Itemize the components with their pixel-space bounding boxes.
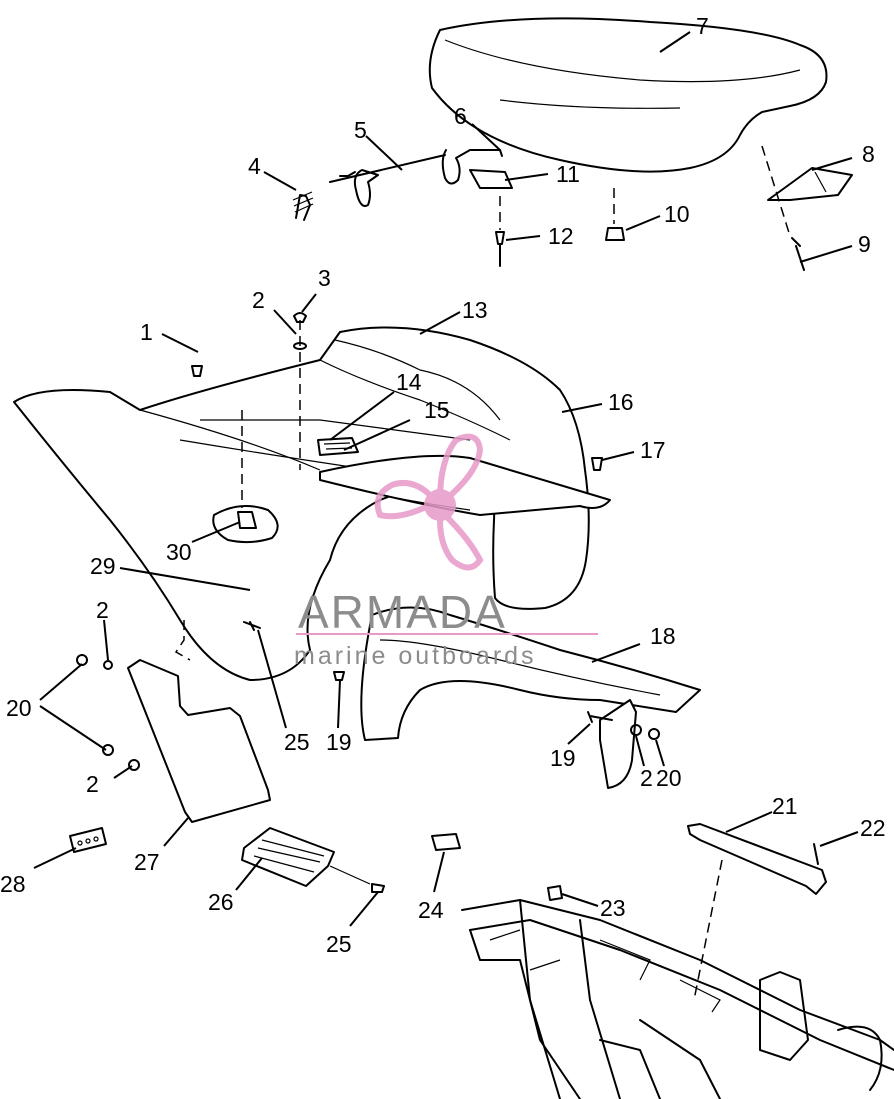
callout-10: 10	[664, 201, 690, 227]
seat-bumper	[605, 188, 625, 241]
callout-18: 18	[650, 623, 676, 649]
frame	[461, 899, 894, 1099]
callout-5: 5	[354, 117, 367, 143]
fastener-3	[293, 312, 307, 350]
seat	[428, 17, 828, 173]
screw	[495, 196, 505, 267]
callout-14: 14	[396, 369, 422, 395]
callout-21: 21	[772, 793, 798, 819]
callout-1: 1	[140, 319, 153, 345]
fender-decal-plate	[317, 437, 359, 456]
grommet	[547, 885, 563, 901]
watermark-brand: ARMADA	[298, 586, 507, 638]
rubber-pad	[431, 833, 461, 851]
mount-pad	[212, 505, 279, 544]
callout-15: 15	[424, 397, 450, 423]
callout-20-right: 20	[656, 765, 682, 791]
callout-17: 17	[640, 437, 666, 463]
callout-28: 28	[0, 871, 26, 897]
callout-6: 6	[454, 103, 467, 129]
callout-16: 16	[608, 389, 634, 415]
callout-27: 27	[134, 849, 160, 875]
callout-25-lower: 25	[326, 931, 352, 957]
callout-2-upper-left: 2	[96, 597, 109, 623]
screw-upper	[243, 621, 261, 631]
side-panel	[360, 606, 701, 741]
callout-labels: 7 5 6 4 11 8 12 10 9 3 2 13 1 14 15 16 1…	[0, 13, 886, 957]
watermark: ARMADA marine outboards	[294, 433, 598, 670]
flap-bracket-right	[599, 699, 637, 789]
footrest	[241, 827, 335, 887]
callout-2-right: 2	[640, 765, 653, 791]
callout-11: 11	[556, 161, 580, 187]
fastener-1	[191, 365, 203, 377]
callout-2-lower-left: 2	[86, 771, 99, 797]
callout-19-right: 19	[550, 745, 576, 771]
callout-13: 13	[462, 297, 488, 323]
callout-30: 30	[166, 539, 192, 565]
bolt-right	[587, 711, 613, 723]
callout-24: 24	[418, 897, 444, 923]
propeller-logo	[374, 433, 484, 571]
seat-latch-assembly	[292, 149, 503, 221]
watermark-tagline: marine outboards	[294, 642, 537, 670]
callout-29: 29	[90, 553, 116, 579]
callout-9: 9	[858, 231, 871, 257]
callout-8: 8	[862, 141, 875, 167]
callout-2-top: 2	[252, 287, 265, 313]
seat-rear-bracket	[761, 145, 853, 271]
callout-22: 22	[860, 815, 886, 841]
callout-19-left: 19	[326, 729, 352, 755]
latch-bracket	[469, 169, 513, 189]
screw-lower	[371, 883, 385, 893]
callout-3: 3	[318, 265, 331, 291]
callout-7: 7	[696, 13, 709, 39]
leader-lines	[33, 31, 859, 927]
callout-4: 4	[248, 153, 261, 179]
callout-20-left: 20	[6, 695, 32, 721]
callout-12: 12	[548, 223, 574, 249]
reflector-plate	[69, 827, 107, 853]
bolt-left	[333, 671, 345, 681]
callout-23: 23	[600, 895, 626, 921]
mud-flap	[127, 659, 271, 823]
fastener-17	[591, 457, 603, 471]
callout-25-upper: 25	[284, 729, 310, 755]
callout-26: 26	[208, 889, 234, 915]
frame-bracket	[687, 823, 827, 895]
